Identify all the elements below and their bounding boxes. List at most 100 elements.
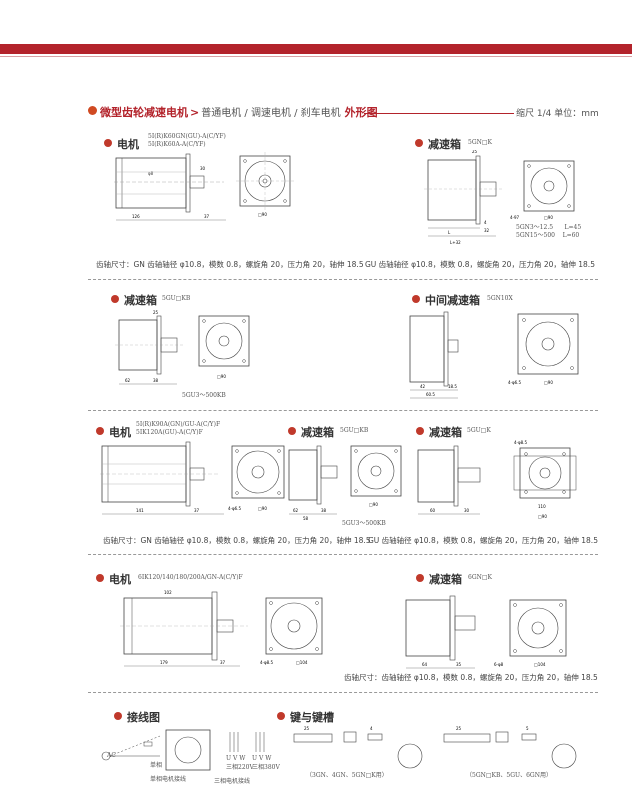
motor-codes-1: 5I(R)K60GN(GU)-A(C/YF) 5I(R)K60A-A(C/YF): [148, 133, 226, 149]
bullet-icon: [104, 139, 112, 147]
bullet-icon: [415, 139, 423, 147]
svg-text:110: 110: [538, 504, 546, 509]
motor-code: 5I(R)K60GN(GU)-A(C/YF): [148, 133, 226, 140]
gearbox-front-view-3a: □90: [350, 445, 402, 507]
gearbox-front-view-3b: 4-φ8.5 110 □90: [513, 440, 577, 519]
gearbox-side-view-3a: 62 38 58: [288, 445, 338, 520]
svg-text:58: 58: [303, 516, 309, 520]
svg-text:179: 179: [160, 660, 168, 665]
three-phase-220-label: 三相220V: [226, 764, 254, 771]
gearbox-spec-2: 5GU3～500KB: [182, 392, 226, 399]
svg-text:□90: □90: [217, 374, 226, 379]
gear-shaft-note-1: 齿轴尺寸：GN 齿轴轴径 φ10.8，模数 0.8，螺旋角 20，压力角 20，…: [96, 260, 364, 269]
bullet-icon: [96, 427, 104, 435]
header-section: 外形图: [344, 106, 378, 119]
svg-text:□90: □90: [369, 502, 378, 507]
svg-text:4-φ8.5: 4-φ8.5: [514, 440, 527, 445]
single-phase-label: 单相: [150, 762, 163, 769]
svg-text:35: 35: [456, 662, 462, 667]
svg-text:18.5: 18.5: [448, 384, 457, 389]
gearbox-front-view-4: 6-φ8 □104: [494, 599, 567, 667]
gearbox-side-view-2: 25 62 38: [115, 310, 185, 385]
svg-text:62: 62: [293, 508, 299, 513]
svg-text:4: 4: [484, 220, 487, 225]
motor-code: 5IK120A(GU)-A(C/Y)F: [136, 429, 203, 436]
gearbox-spec-1: 5GN3～12.5 L=45 5GN15～500 L=60: [516, 224, 581, 240]
uvw-label-2: U V W: [252, 755, 272, 762]
svg-text:37: 37: [220, 660, 226, 665]
svg-text:64: 64: [422, 662, 428, 667]
svg-text:4: 4: [370, 726, 373, 731]
svg-text:32: 32: [484, 228, 490, 233]
svg-text:37: 37: [194, 508, 200, 513]
gear-shaft-note-5: 齿轴尺寸：齿轴轴径 φ10.8，模数 0.8，螺旋角 20，压力角 20，轴伸 …: [344, 673, 598, 682]
motor-label-3: 电机: [109, 426, 131, 439]
motor-label-1: 电机: [117, 138, 139, 151]
header-rule: [364, 113, 514, 114]
gearbox-code-3b: 5GU□K: [467, 427, 491, 434]
gearbox-label-3a: 减速箱: [301, 426, 334, 439]
top-thin-line: [0, 56, 632, 57]
gearbox-side-view-1: 25 L L+32 4 32: [424, 150, 502, 245]
motor-code: 5I(R)K60A-A(C/YF): [148, 141, 206, 148]
ac-label: AC: [107, 752, 116, 759]
wiring-diagram: [101, 729, 265, 771]
three-phase-380-label: 三相380V: [252, 764, 280, 771]
bullet-icon: [288, 427, 296, 435]
uvw-label-1: U V W: [226, 755, 246, 762]
gearbox-side-view-4: 64 35: [405, 595, 476, 669]
svg-text:5: 5: [526, 726, 529, 731]
bullet-icon: [416, 574, 424, 582]
keys-caption-2: （5GN□KB、5GU、6GN用）: [466, 772, 552, 779]
motor-front-view-4: 4-φ8.5 □104: [260, 597, 323, 665]
gearbox-front-view-1: 4-97 □90: [510, 160, 575, 220]
gearbox-front-view-2: □90: [198, 315, 250, 379]
gearbox-label-4: 减速箱: [429, 573, 462, 586]
svg-text:25: 25: [456, 726, 462, 731]
bullet-icon: [416, 427, 424, 435]
divider: [88, 692, 598, 693]
header-bullet-icon: [88, 106, 97, 115]
gearbox-code-2: 5GU□KB: [162, 295, 191, 302]
keys-label: 键与键槽: [290, 711, 334, 724]
gearbox-label-3b: 减速箱: [429, 426, 462, 439]
svg-text:42: 42: [420, 384, 426, 389]
svg-text:□90: □90: [544, 215, 553, 220]
header-separator: >: [190, 106, 200, 119]
bullet-icon: [114, 712, 122, 720]
motor-front-view-1: □90: [236, 152, 294, 217]
gear-shaft-note-4: GU 齿轴轴径 φ10.8，模数 0.8，螺旋角 20，压力角 20，轴伸 18…: [368, 536, 598, 545]
svg-text:□104: □104: [296, 660, 308, 665]
gear-shaft-note-3: 齿轴尺寸：GN 齿轴轴径 φ10.8，模数 0.8，螺旋角 20，压力角 20，…: [103, 536, 371, 545]
svg-text:25: 25: [304, 726, 310, 731]
svg-text:4-97: 4-97: [510, 215, 520, 220]
gearbox-label-1: 减速箱: [428, 138, 461, 151]
svg-text:L: L: [448, 230, 451, 235]
svg-text:38: 38: [153, 378, 159, 383]
mid-gearbox-front-view: 4-φ6.5 □90: [508, 313, 579, 385]
three-phase-caption: 三相电机接线: [214, 778, 251, 785]
svg-text:60.5: 60.5: [426, 392, 435, 397]
svg-text:□90: □90: [258, 506, 267, 511]
svg-text:38: 38: [321, 508, 327, 513]
svg-text:4-φ6.5: 4-φ6.5: [508, 380, 521, 385]
divider: [88, 554, 598, 555]
svg-text:□90: □90: [258, 212, 267, 217]
divider: [88, 279, 598, 280]
gearbox-code-1: 5GN□K: [468, 139, 493, 146]
svg-text:4-φ8.5: 4-φ8.5: [260, 660, 273, 665]
svg-text:62: 62: [125, 378, 131, 383]
spec-length: L=45: [564, 224, 582, 231]
gearbox-side-view-3b: 60 30: [417, 445, 481, 515]
dim-label: φ8: [148, 171, 154, 176]
gear-shaft-note-2: GU 齿轴轴径 φ10.8，模数 0.8，螺旋角 20，压力角 20，轴伸 18…: [365, 260, 595, 269]
svg-text:□90: □90: [538, 514, 547, 519]
divider: [88, 410, 598, 411]
motor-side-view-4: 102 179 37: [120, 590, 248, 667]
svg-text:60: 60: [430, 508, 436, 513]
mid-gearbox-code: 5GN10X: [487, 295, 513, 302]
gearbox-code-4: 6GN□K: [468, 574, 493, 581]
motor-side-view-1: 126 37 30: [114, 153, 226, 221]
header-subtitle: 普通电机 / 调速电机 / 刹车电机: [201, 108, 341, 119]
gearbox-code-3a: 5GU□KB: [340, 427, 369, 434]
